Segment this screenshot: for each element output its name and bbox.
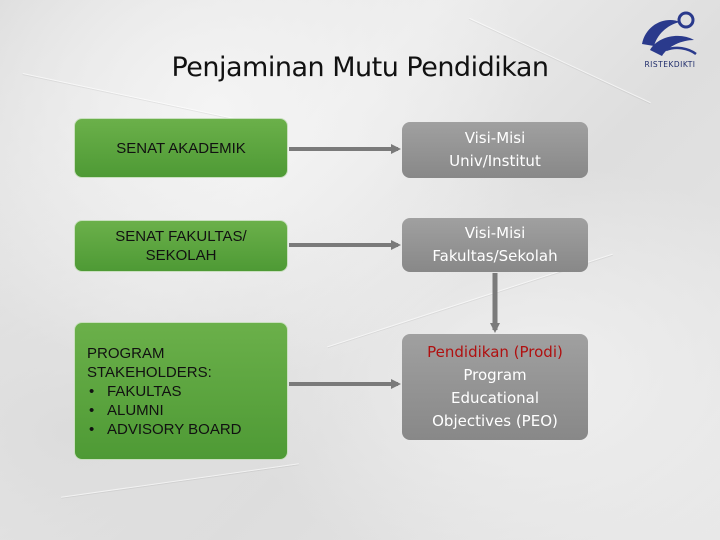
slide-title: Penjaminan Mutu Pendidikan: [171, 52, 549, 83]
logo-text: RISTEKDIKTI: [644, 60, 696, 69]
list-item: ADVISORY BOARD: [87, 420, 242, 439]
senat-akademik-label: SENAT AKADEMIK: [116, 139, 246, 157]
list-item: ALUMNI: [87, 401, 242, 420]
peo-line4: Objectives (PEO): [432, 412, 558, 430]
senat-akademik-box: SENAT AKADEMIK: [74, 118, 288, 178]
visi-univ-line1: Visi-Misi: [464, 129, 526, 147]
visi-univ-line2: Univ/Institut: [449, 152, 541, 170]
peo-line1: Pendidikan (Prodi): [427, 343, 563, 361]
peo-line2: Program: [463, 366, 527, 384]
senat-fakultas-line1: SENAT FAKULTAS/: [115, 228, 247, 245]
peo-line3: Educational: [450, 389, 540, 407]
ristekdikti-logo-icon: [642, 11, 697, 56]
list-item: FAKULTAS: [87, 382, 242, 401]
visi-fakultas-line1: Visi-Misi: [464, 224, 526, 242]
senat-fakultas-box: SENAT FAKULTAS/ SEKOLAH: [74, 220, 288, 272]
stakeholders-list: FAKULTAS ALUMNI ADVISORY BOARD: [87, 382, 242, 439]
visi-misi-fakultas-box: Visi-Misi Fakultas/Sekolah: [402, 218, 588, 272]
visi-fakultas-line2: Fakultas/Sekolah: [432, 247, 558, 265]
peo-box: Pendidikan (Prodi) Program Educational O…: [402, 334, 588, 440]
stakeholders-heading-line2: STAKEHOLDERS:: [87, 363, 212, 381]
stakeholders-heading-line1: PROGRAM: [87, 344, 165, 362]
visi-misi-univ-box: Visi-Misi Univ/Institut: [402, 122, 588, 178]
senat-fakultas-line2: SEKOLAH: [145, 247, 217, 264]
program-stakeholders-box: PROGRAM STAKEHOLDERS: FAKULTAS ALUMNI AD…: [74, 322, 288, 460]
